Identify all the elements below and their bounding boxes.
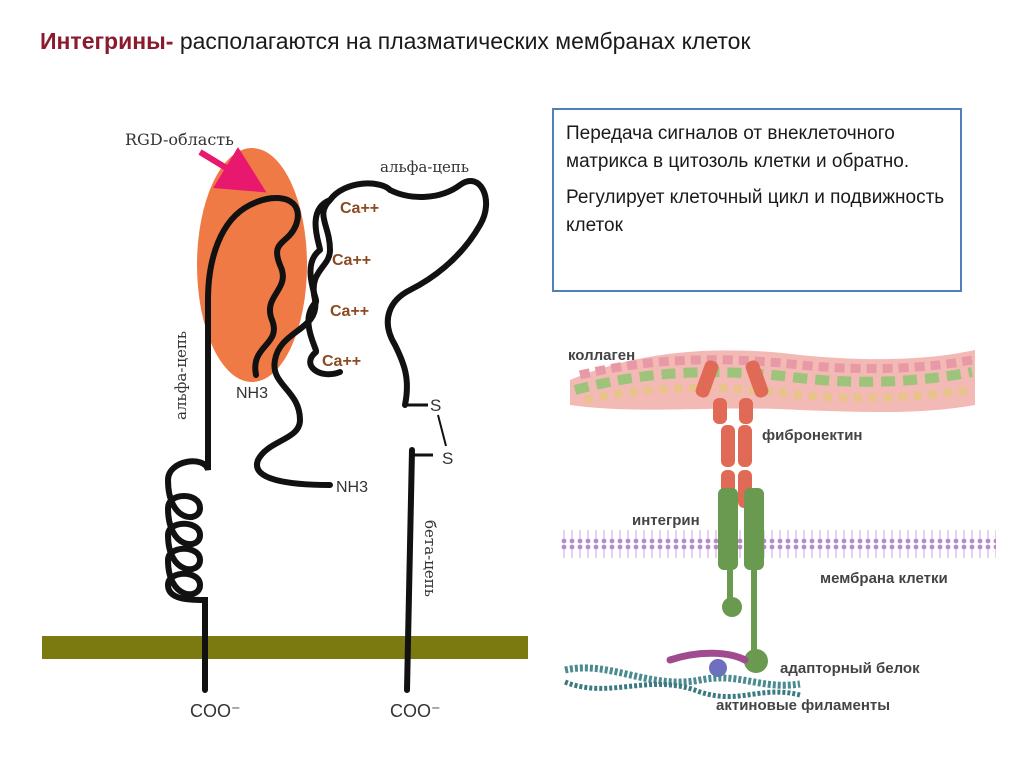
coo-label-right: COO⁻ [390,701,441,721]
nh3-label-1: NH3 [236,385,268,402]
adapter-protein [670,653,745,660]
rgd-label: RGD-область [125,130,234,149]
membrane-label: мембрана клетки [820,570,948,587]
integrin-molecule [718,488,768,673]
alpha-chain-side-label: альфа-цепь [172,331,190,420]
calcium-label-2: Ca++ [332,252,371,269]
integrin-label: интегрин [632,512,700,529]
coo-label-left: COO⁻ [190,701,241,721]
calcium-label-4: Ca++ [322,353,361,370]
calcium-label-3: Ca++ [330,303,369,320]
sulfur-label-2: S [442,449,453,468]
alpha-chain-top-label: альфа-цепь [380,158,469,176]
cell-membrane-bar [42,636,528,659]
collagen-label: коллаген [568,347,635,364]
beta-chain-label: бета-цепь [421,520,439,597]
disulfide-bridge [438,415,446,446]
fibronectin-label: фибронектин [762,427,862,444]
sulfur-label-1: S [430,396,441,415]
nh3-label-2: NH3 [336,479,368,496]
adapter-label: адапторный белок [780,660,920,677]
actin-filaments [565,668,800,697]
right-membrane [560,528,996,562]
calcium-label-1: Ca++ [340,200,379,217]
actin-label: актиновые филаменты [716,697,890,714]
adapter-bead [709,659,727,677]
